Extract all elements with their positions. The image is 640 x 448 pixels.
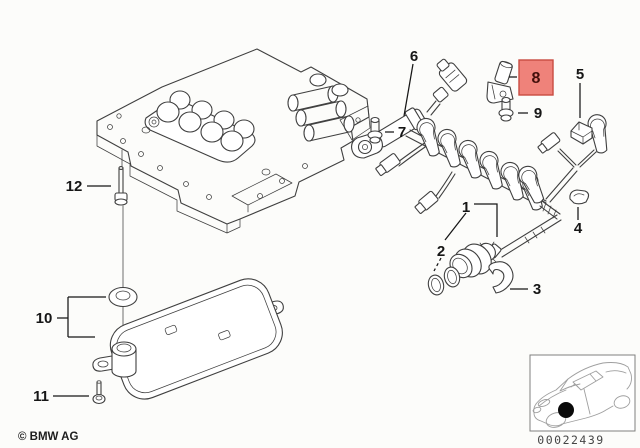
o-rings-drawing <box>427 266 461 296</box>
round-plug-drawing <box>449 241 502 279</box>
callout-3-label[interactable]: 3 <box>533 281 541 298</box>
callout-2-label[interactable]: 2 <box>437 243 445 260</box>
callout-12-label[interactable]: 12 <box>66 178 83 195</box>
oil-filter-drawing <box>92 278 284 400</box>
wiring-harness-drawing <box>375 112 612 279</box>
callout-6-label[interactable]: 6 <box>410 48 418 65</box>
screw-9-drawing <box>498 96 514 122</box>
callout-4-label[interactable]: 4 <box>574 220 583 237</box>
screw-7-drawing <box>367 116 383 144</box>
callout-1-label[interactable]: 1 <box>462 199 470 216</box>
car-location-thumbnail: 00022439 <box>529 354 636 447</box>
valve-body-drawing <box>96 48 371 234</box>
copyright-text: © BMW AG <box>18 431 78 443</box>
callout-7-label[interactable]: 7 <box>398 124 406 141</box>
clip-3-drawing <box>488 261 514 294</box>
diagram-code: 00022439 <box>537 433 604 447</box>
callout-8-label[interactable]: 8 <box>532 70 541 87</box>
callout-leader-lines <box>53 63 581 397</box>
bracket-8-drawing <box>486 60 514 104</box>
highlighted-callout-8[interactable]: 8 <box>518 59 554 96</box>
screw-11-drawing <box>92 380 106 405</box>
callout-9-label[interactable]: 9 <box>534 105 542 122</box>
clip-4-drawing <box>569 189 590 205</box>
right-solenoid-pack <box>287 73 371 142</box>
callout-11-label[interactable]: 11 <box>33 388 49 405</box>
callout-5-label[interactable]: 5 <box>576 66 584 83</box>
bolt-12-drawing <box>114 149 128 206</box>
callout-10-label[interactable]: 10 <box>36 310 53 327</box>
clip-5-drawing <box>570 121 593 145</box>
part-location-dot <box>558 402 574 418</box>
